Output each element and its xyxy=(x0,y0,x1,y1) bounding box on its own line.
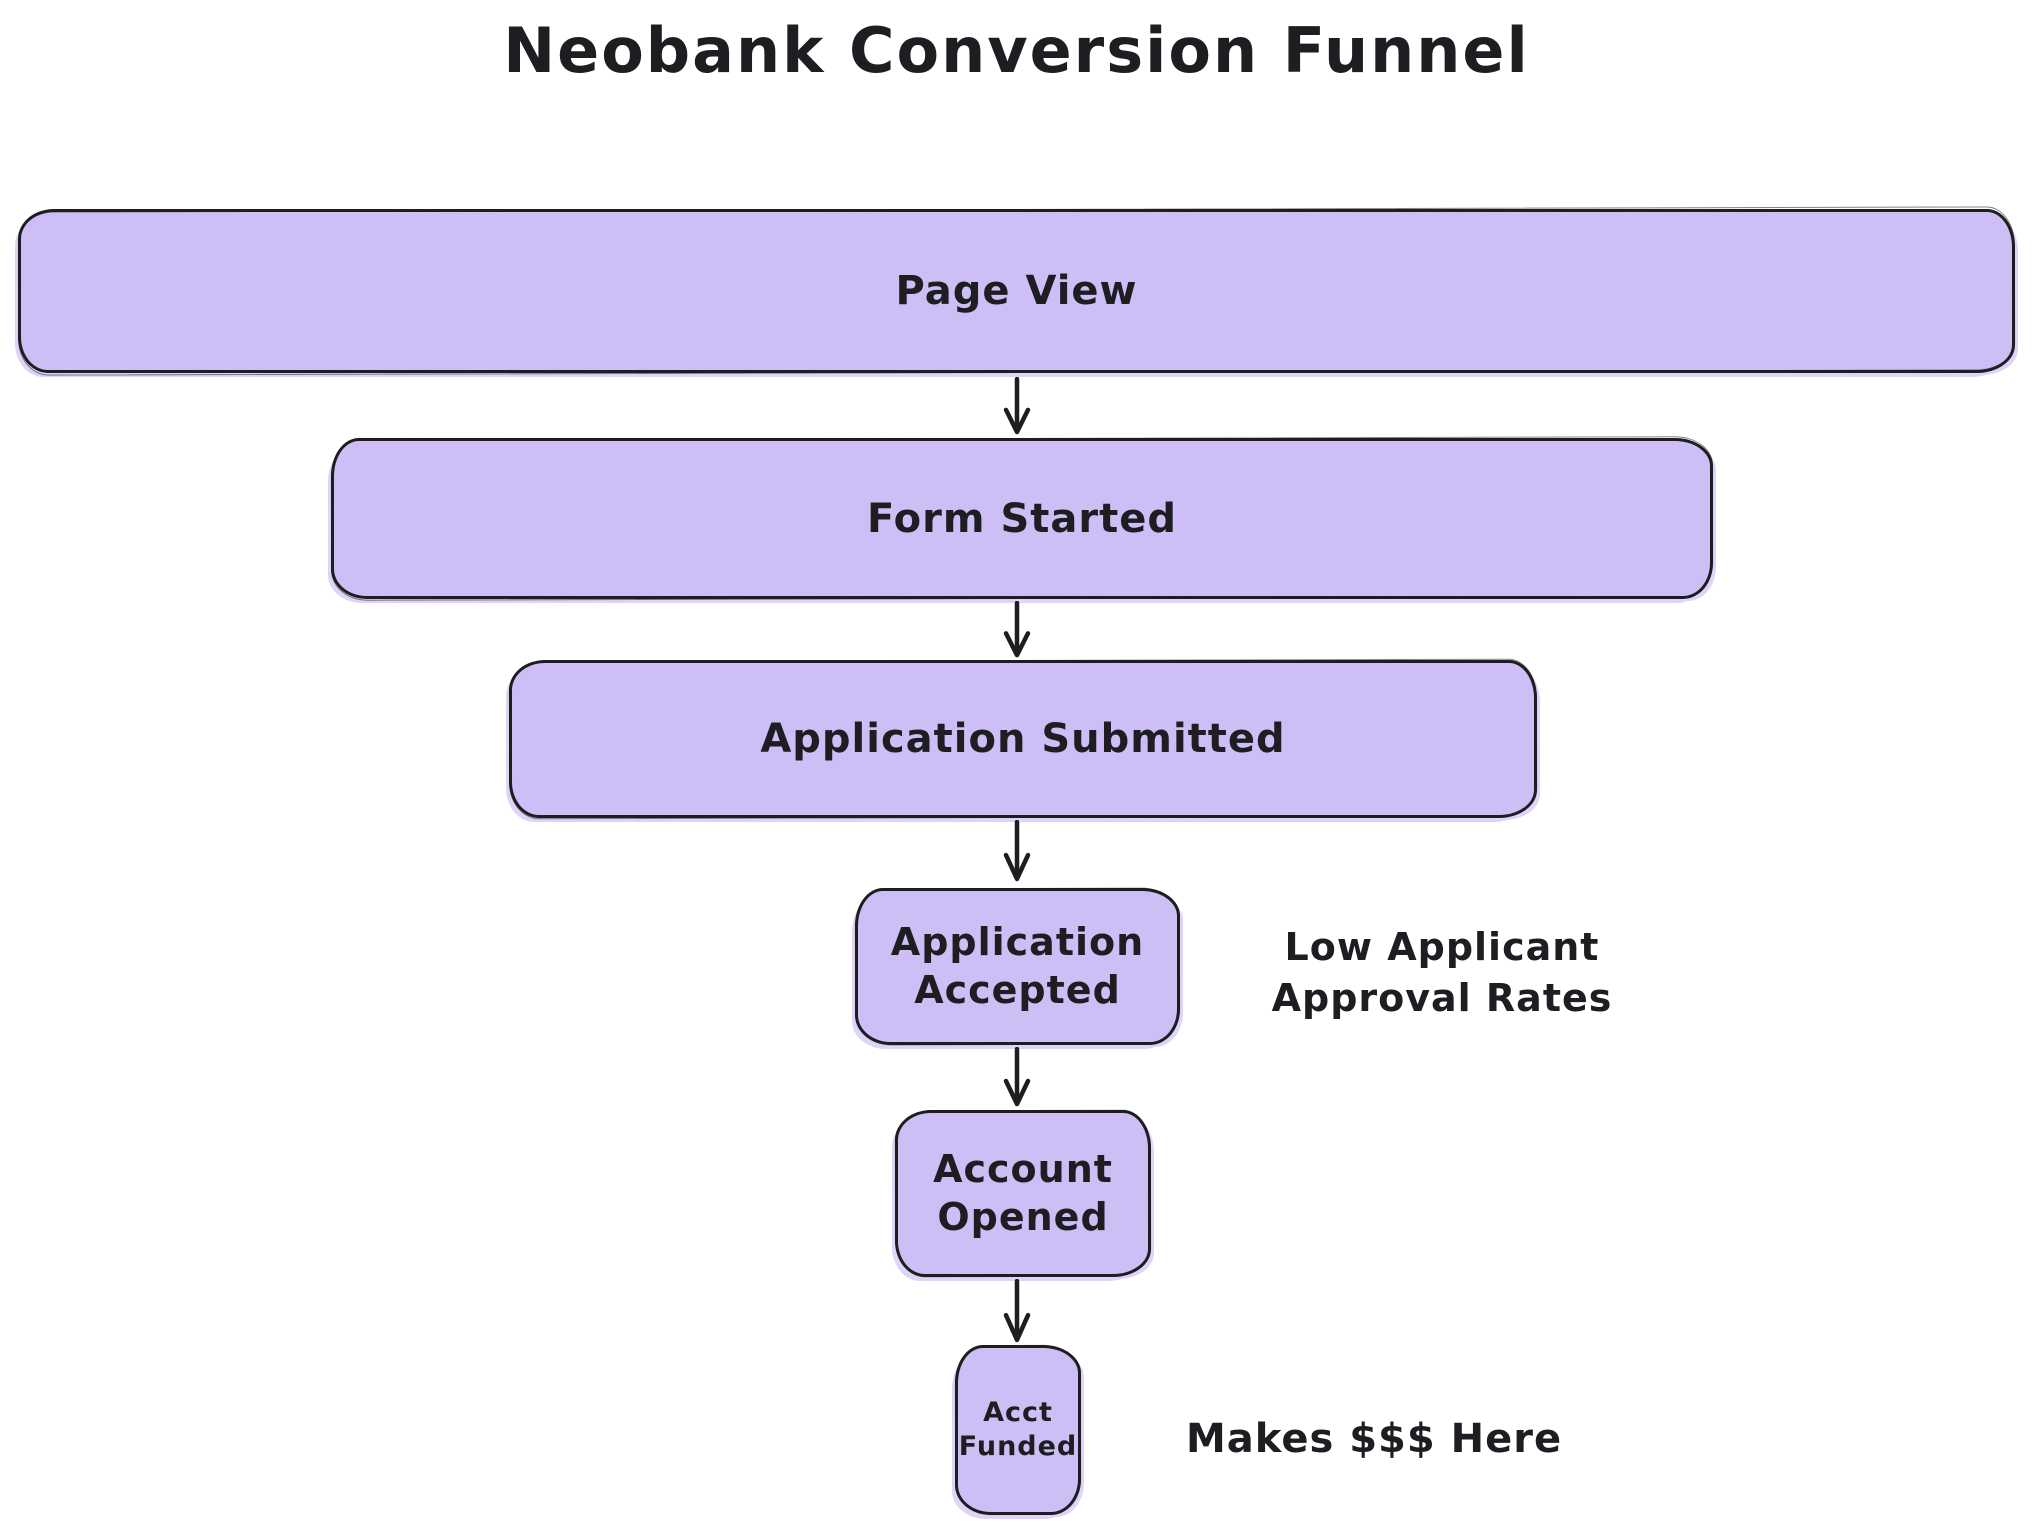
arrow-down-icon xyxy=(1002,1279,1032,1343)
arrow-down-icon xyxy=(1002,1047,1032,1107)
arrow-down-icon xyxy=(1002,377,1032,435)
funnel-stage-application-submitted: Application Submitted xyxy=(509,660,1537,818)
funnel-stage-application-accepted: Application Accepted xyxy=(855,888,1180,1045)
funnel-stage-account-opened: Account Opened xyxy=(895,1110,1151,1277)
arrow-down-icon xyxy=(1002,601,1032,658)
annotation-makes-money-here: Makes $$$ Here xyxy=(1186,1416,1563,1462)
diagram-title: Neobank Conversion Funnel xyxy=(503,14,1530,87)
annotation-low-approval-rates: Low Applicant Approval Rates xyxy=(1271,925,1613,1021)
funnel-stage-acct-funded: Acct Funded xyxy=(955,1345,1081,1515)
funnel-stage-form-started: Form Started xyxy=(331,438,1713,599)
arrow-down-icon xyxy=(1002,820,1032,882)
funnel-stage-page-view: Page View xyxy=(18,209,2015,373)
